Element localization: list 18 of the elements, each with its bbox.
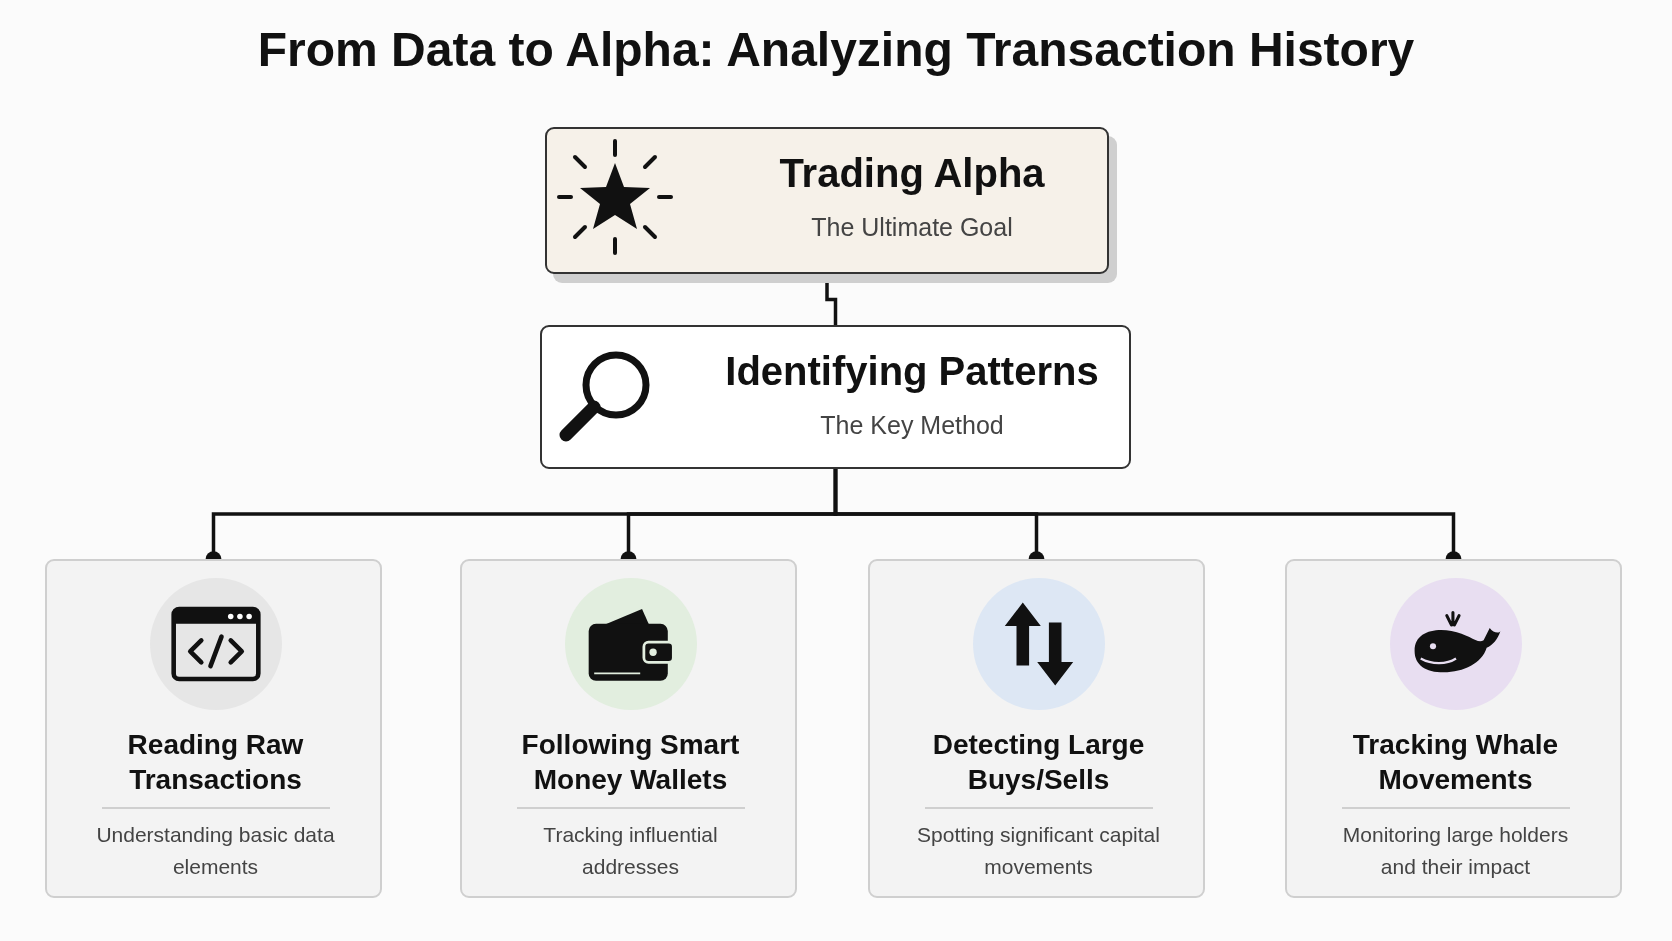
process-box [540, 325, 1131, 469]
box-subtitle: The Key Method [819, 411, 1005, 440]
box-heading: Identifying Patterns [724, 349, 1100, 394]
category-card [460, 559, 797, 898]
card-description: Monitoring large holders and their impact [1341, 822, 1570, 880]
card-heading: Following Smart Money Wallets [520, 728, 741, 797]
card-heading: Reading Raw Transactions [126, 728, 305, 797]
category-card [45, 559, 382, 898]
card-heading: Tracking Whale Movements [1351, 728, 1560, 797]
card-description: Understanding basic data elements [95, 822, 336, 880]
box-heading: Trading Alpha [778, 151, 1046, 196]
card-description: Spotting significant capital movements [916, 822, 1161, 880]
card-heading: Detecting Large Buys/Sells [931, 728, 1146, 797]
title: From Data to Alpha: Analyzing Transaction History [256, 22, 1416, 77]
card-description: Tracking influential addresses [542, 822, 719, 880]
category-card [868, 559, 1205, 898]
box-subtitle: The Ultimate Goal [810, 213, 1014, 242]
category-card [1285, 559, 1622, 898]
